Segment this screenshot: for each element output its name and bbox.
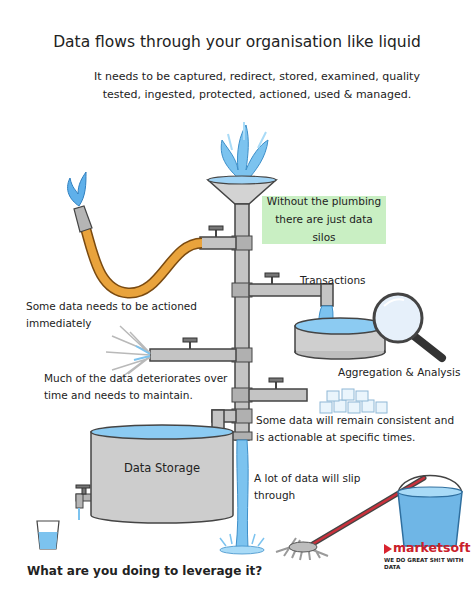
spray-branch (106, 326, 236, 380)
branch-label: Transactions (300, 272, 420, 289)
note-box: Without the plumbing there are just data… (262, 196, 386, 244)
mop (289, 542, 317, 552)
tank-top (91, 425, 233, 439)
analysis-tank (295, 318, 385, 359)
spray-branch (183, 338, 197, 342)
water-glass (37, 521, 59, 549)
ice-branch (320, 402, 332, 413)
tank-tap (76, 494, 83, 508)
bucket (398, 487, 462, 497)
logo-text: marketsoft (393, 538, 473, 558)
falling-water (220, 534, 264, 546)
funnel (208, 176, 276, 184)
logo-tagline: WE DO GREAT SH!T WITH DATA (384, 557, 474, 570)
magnifying-glass (374, 294, 442, 358)
ice-branch (269, 378, 283, 382)
water-glass (39, 532, 58, 549)
question: What are you doing to leverage it? (27, 562, 307, 581)
ice-branch (362, 400, 374, 412)
title: Data flows through your organisation lik… (0, 30, 474, 55)
magnifying-glass (414, 336, 442, 358)
spray-branch (150, 349, 236, 361)
spray-branch (106, 326, 150, 380)
hose-branch (86, 230, 202, 293)
ice-branch (327, 391, 339, 401)
tank-body (91, 432, 233, 523)
ice-branch (348, 402, 360, 413)
transactions-branch (265, 273, 279, 277)
tank-tap (78, 508, 80, 520)
ice-branch (334, 400, 346, 412)
hose-branch (74, 206, 92, 232)
transactions-branch (321, 284, 333, 306)
magnifying-glass (374, 294, 422, 342)
logo-mark (384, 544, 392, 554)
node-text: Without the plumbing there are just data… (262, 193, 386, 247)
hose-branch (86, 230, 202, 293)
branch-note: Some data will remain consistent and is … (256, 412, 456, 446)
flame-spray (68, 172, 86, 206)
hose-branch (74, 206, 236, 293)
falling-water (236, 440, 248, 548)
branch-label: Aggregation & Analysis (338, 364, 468, 381)
subtitle: It needs to be captured, redirect, store… (92, 68, 422, 103)
fountain-water (228, 122, 266, 150)
hose-branch (200, 237, 236, 249)
tank-tap (76, 485, 90, 488)
ice-branch (356, 391, 368, 401)
mop (276, 538, 328, 560)
flame-spray (68, 172, 86, 206)
main-pipe (232, 432, 252, 440)
falling-water (220, 546, 264, 554)
water-glass (37, 521, 59, 549)
ice-branch (376, 402, 387, 413)
analysis-tank (295, 318, 385, 334)
storage-tank: Data Storage (90, 424, 234, 524)
branch-note: Much of the data deteriorates over time … (44, 370, 234, 404)
logo-mark (384, 544, 392, 554)
bucket (398, 492, 462, 546)
bucket (398, 476, 462, 547)
node-text: Data Storage (124, 459, 200, 489)
hose-branch (209, 226, 223, 230)
branch-note: Some data needs to be actioned immediate… (26, 298, 256, 332)
ice-branch (249, 378, 387, 413)
flow-note: A lot of data will slip through (254, 470, 394, 504)
fountain-water (221, 122, 268, 182)
spray-branch (134, 346, 150, 360)
ice-branch (342, 389, 354, 400)
ice-branch (249, 389, 307, 401)
magnifying-glass (384, 299, 404, 306)
